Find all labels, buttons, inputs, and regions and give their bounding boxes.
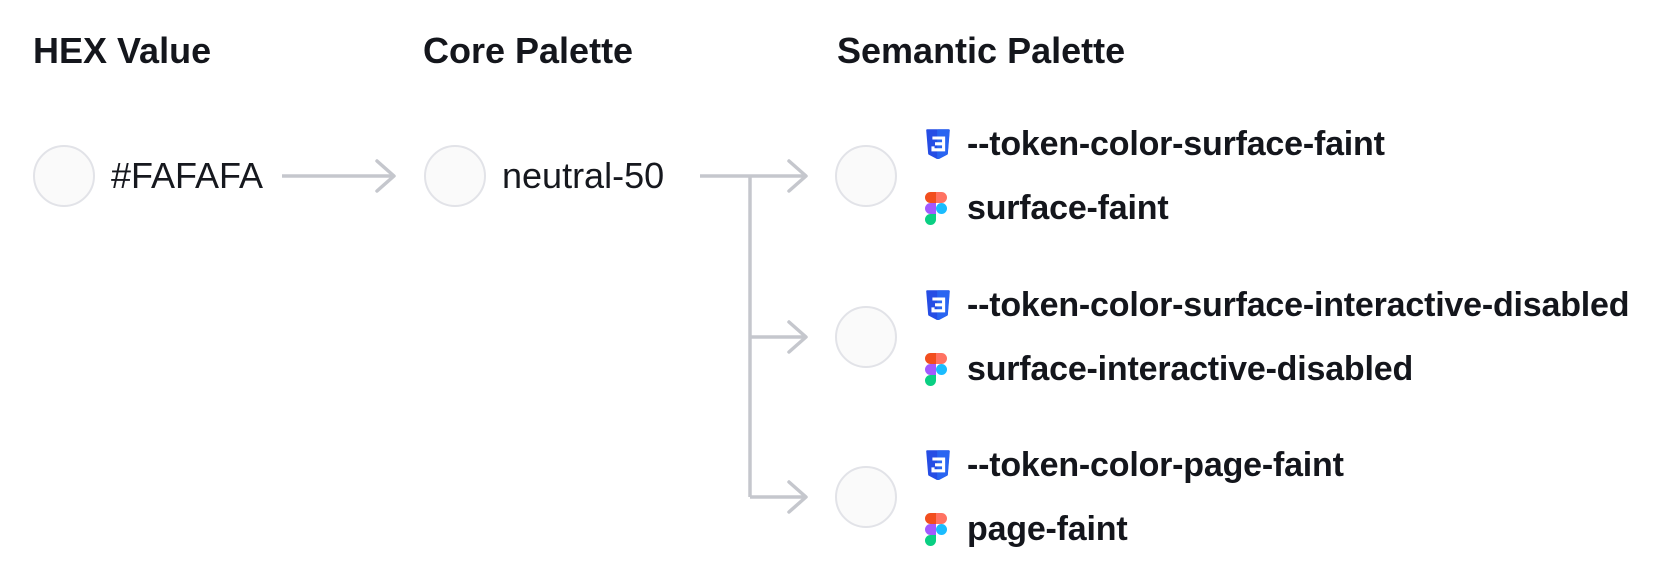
css-token-row: --token-color-surface-interactive-disabl… [925, 279, 1630, 331]
core-palette-node: neutral-50 [424, 145, 664, 207]
column-title-semantic-palette: Semantic Palette [837, 30, 1126, 71]
color-swatch [835, 145, 897, 207]
css-token-row: --token-color-page-faint [925, 439, 1344, 491]
figma-token-row: surface-faint [925, 182, 1385, 234]
hex-value-label: #FAFAFA [111, 155, 264, 196]
color-swatch [835, 466, 897, 528]
css3-shield-icon [925, 290, 953, 320]
arrowhead-icon [787, 480, 808, 514]
figma-token-row: surface-interactive-disabled [925, 343, 1629, 395]
arrowhead-icon [375, 159, 396, 193]
core-token-label: neutral-50 [502, 155, 665, 196]
semantic-token-item: --token-color-surface-interactive-disabl… [835, 279, 1630, 395]
css-variable-label: --token-color-surface-faint [967, 124, 1385, 163]
figma-style-label: surface-interactive-disabled [967, 349, 1414, 388]
hex-value-node: #FAFAFA [33, 145, 263, 207]
column-title-hex-value: HEX Value [33, 30, 212, 71]
color-swatch [835, 306, 897, 368]
figma-logo-icon [925, 352, 953, 386]
css-variable-label: --token-color-page-faint [967, 445, 1344, 484]
color-swatch [33, 145, 95, 207]
arrowhead-icon [787, 159, 808, 193]
semantic-token-item: --token-color-page-faint page-faint [835, 439, 1344, 555]
figma-logo-icon [925, 191, 953, 225]
css3-shield-icon [925, 450, 953, 480]
figma-token-row: page-faint [925, 503, 1344, 555]
css3-shield-icon [925, 129, 953, 159]
column-title-core-palette: Core Palette [423, 30, 634, 71]
semantic-token-item: --token-color-surface-faint surface-fain… [835, 118, 1385, 234]
color-swatch [424, 145, 486, 207]
figma-style-label: surface-faint [967, 188, 1169, 227]
figma-logo-icon [925, 512, 953, 546]
css-variable-label: --token-color-surface-interactive-disabl… [967, 285, 1630, 324]
figma-style-label: page-faint [967, 509, 1128, 548]
css-token-row: --token-color-surface-faint [925, 118, 1385, 170]
arrowhead-icon [787, 320, 808, 354]
